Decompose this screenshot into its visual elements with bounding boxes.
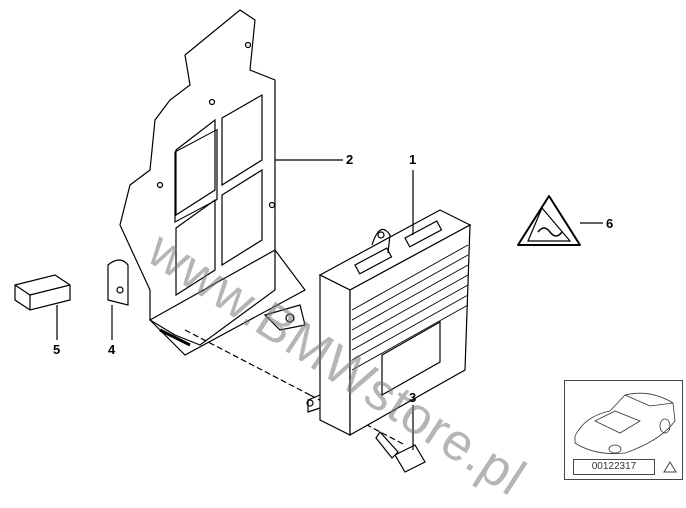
mounting-bracket (119, 9, 306, 356)
callout-4[interactable]: 4 (108, 342, 116, 357)
callout-6[interactable]: 6 (606, 216, 614, 231)
callout-2[interactable]: 2 (346, 152, 354, 167)
connector-plug (14, 274, 71, 311)
axis-line (184, 329, 311, 396)
clip (107, 259, 129, 306)
warning-triangle-icon (663, 461, 677, 473)
bolt (375, 431, 426, 473)
vehicle-thumbnail: 00122317 (564, 380, 683, 480)
callout-3[interactable]: 3 (409, 390, 417, 405)
car-icon (574, 392, 676, 454)
part-number: 00122317 (573, 459, 655, 475)
callout-5[interactable]: 5 (53, 342, 61, 357)
callout-1[interactable]: 1 (409, 152, 417, 167)
parts-diagram (14, 9, 603, 473)
control-module (306, 209, 472, 437)
warning-label-icon (517, 195, 581, 246)
